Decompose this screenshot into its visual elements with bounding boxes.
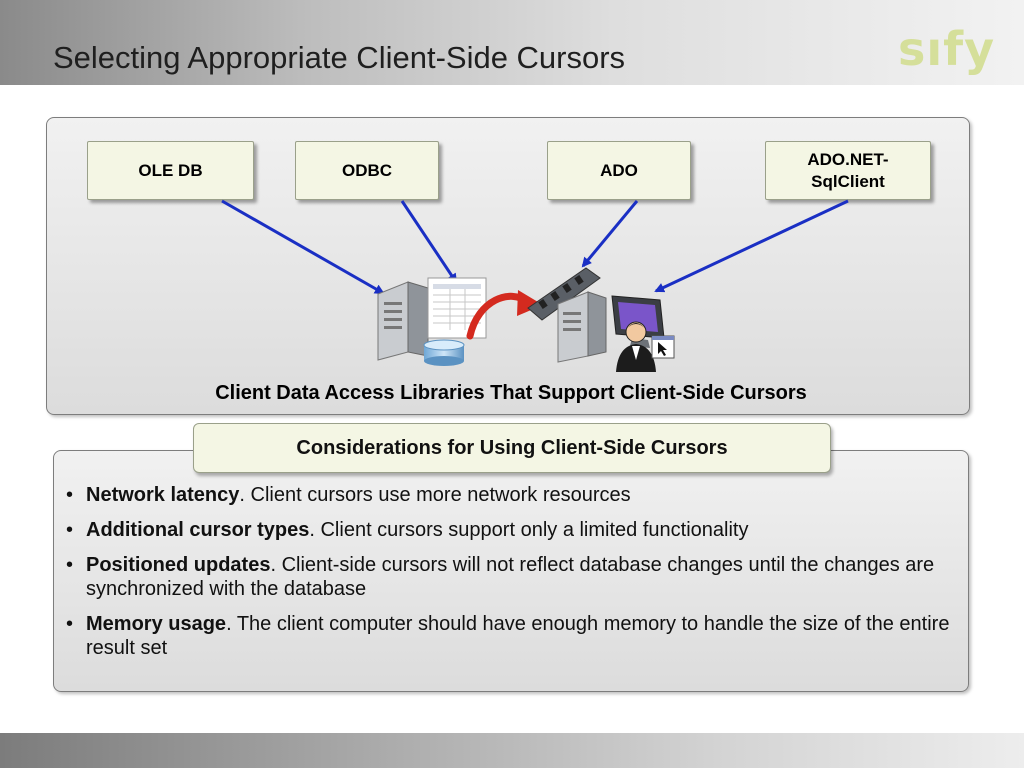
adonet-label-line1: ADO.NET- <box>807 149 889 169</box>
arrow-oledb <box>221 199 385 295</box>
user-icon <box>616 321 656 372</box>
page-title: Selecting Appropriate Client-Side Cursor… <box>53 40 626 75</box>
arrow-ado <box>581 200 639 268</box>
bullet-text: . Client cursors use more network resour… <box>239 484 631 506</box>
footer-bar <box>0 733 1024 768</box>
sify-logo: sıfy <box>898 22 996 76</box>
transfer-arrow-icon <box>466 290 543 340</box>
client-server-icon <box>557 291 607 363</box>
list-item-network-latency: • Network latency. Client cursors use mo… <box>64 483 954 507</box>
considerations-header: Considerations for Using Client-Side Cur… <box>193 423 831 473</box>
bullet-term: Positioned updates <box>86 554 271 576</box>
bullet-icon: • <box>66 613 74 635</box>
bullet-icon: • <box>66 554 74 576</box>
list-item-positioned-updates: • Positioned updates. Client-side cursor… <box>64 553 954 601</box>
bullet-icon: • <box>66 519 74 541</box>
ado-label: ADO <box>600 160 638 180</box>
title-bar <box>0 0 1024 85</box>
considerations-panel <box>53 450 969 692</box>
database-icon <box>423 339 465 366</box>
oledb-box: OLE DB <box>87 141 254 200</box>
bullet-text: . The client computer should have enough… <box>86 613 950 659</box>
arrow-adonet <box>654 199 849 293</box>
window-cursor-icon <box>651 335 675 359</box>
considerations-list: • Network latency. Client cursors use mo… <box>64 483 954 671</box>
memory-module-icon <box>527 267 601 321</box>
diagram-caption: Client Data Access Libraries That Suppor… <box>215 382 807 404</box>
bullet-icon: • <box>66 484 74 506</box>
bullet-term: Additional cursor types <box>86 519 310 541</box>
bullet-term: Memory usage <box>86 613 227 635</box>
list-item-additional-cursor-types: • Additional cursor types. Client cursor… <box>64 518 954 542</box>
server-icon <box>377 281 429 361</box>
list-item-memory-usage: • Memory usage. The client computer shou… <box>64 612 954 660</box>
adonet-label-line2: SqlClient <box>811 171 885 191</box>
adonet-sqlclient-box: ADO.NET- SqlClient <box>765 141 931 200</box>
arrow-odbc <box>400 200 458 284</box>
bullet-text: . Client-side cursors will not reflect d… <box>86 554 935 600</box>
result-table-icon <box>427 277 487 339</box>
oledb-label: OLE DB <box>138 160 203 180</box>
odbc-label: ODBC <box>341 160 393 180</box>
odbc-box: ODBC <box>295 141 439 200</box>
ado-box: ADO <box>547 141 691 200</box>
bullet-text: . Client cursors support only a limited … <box>309 519 749 541</box>
bullet-term: Network latency <box>86 484 240 506</box>
